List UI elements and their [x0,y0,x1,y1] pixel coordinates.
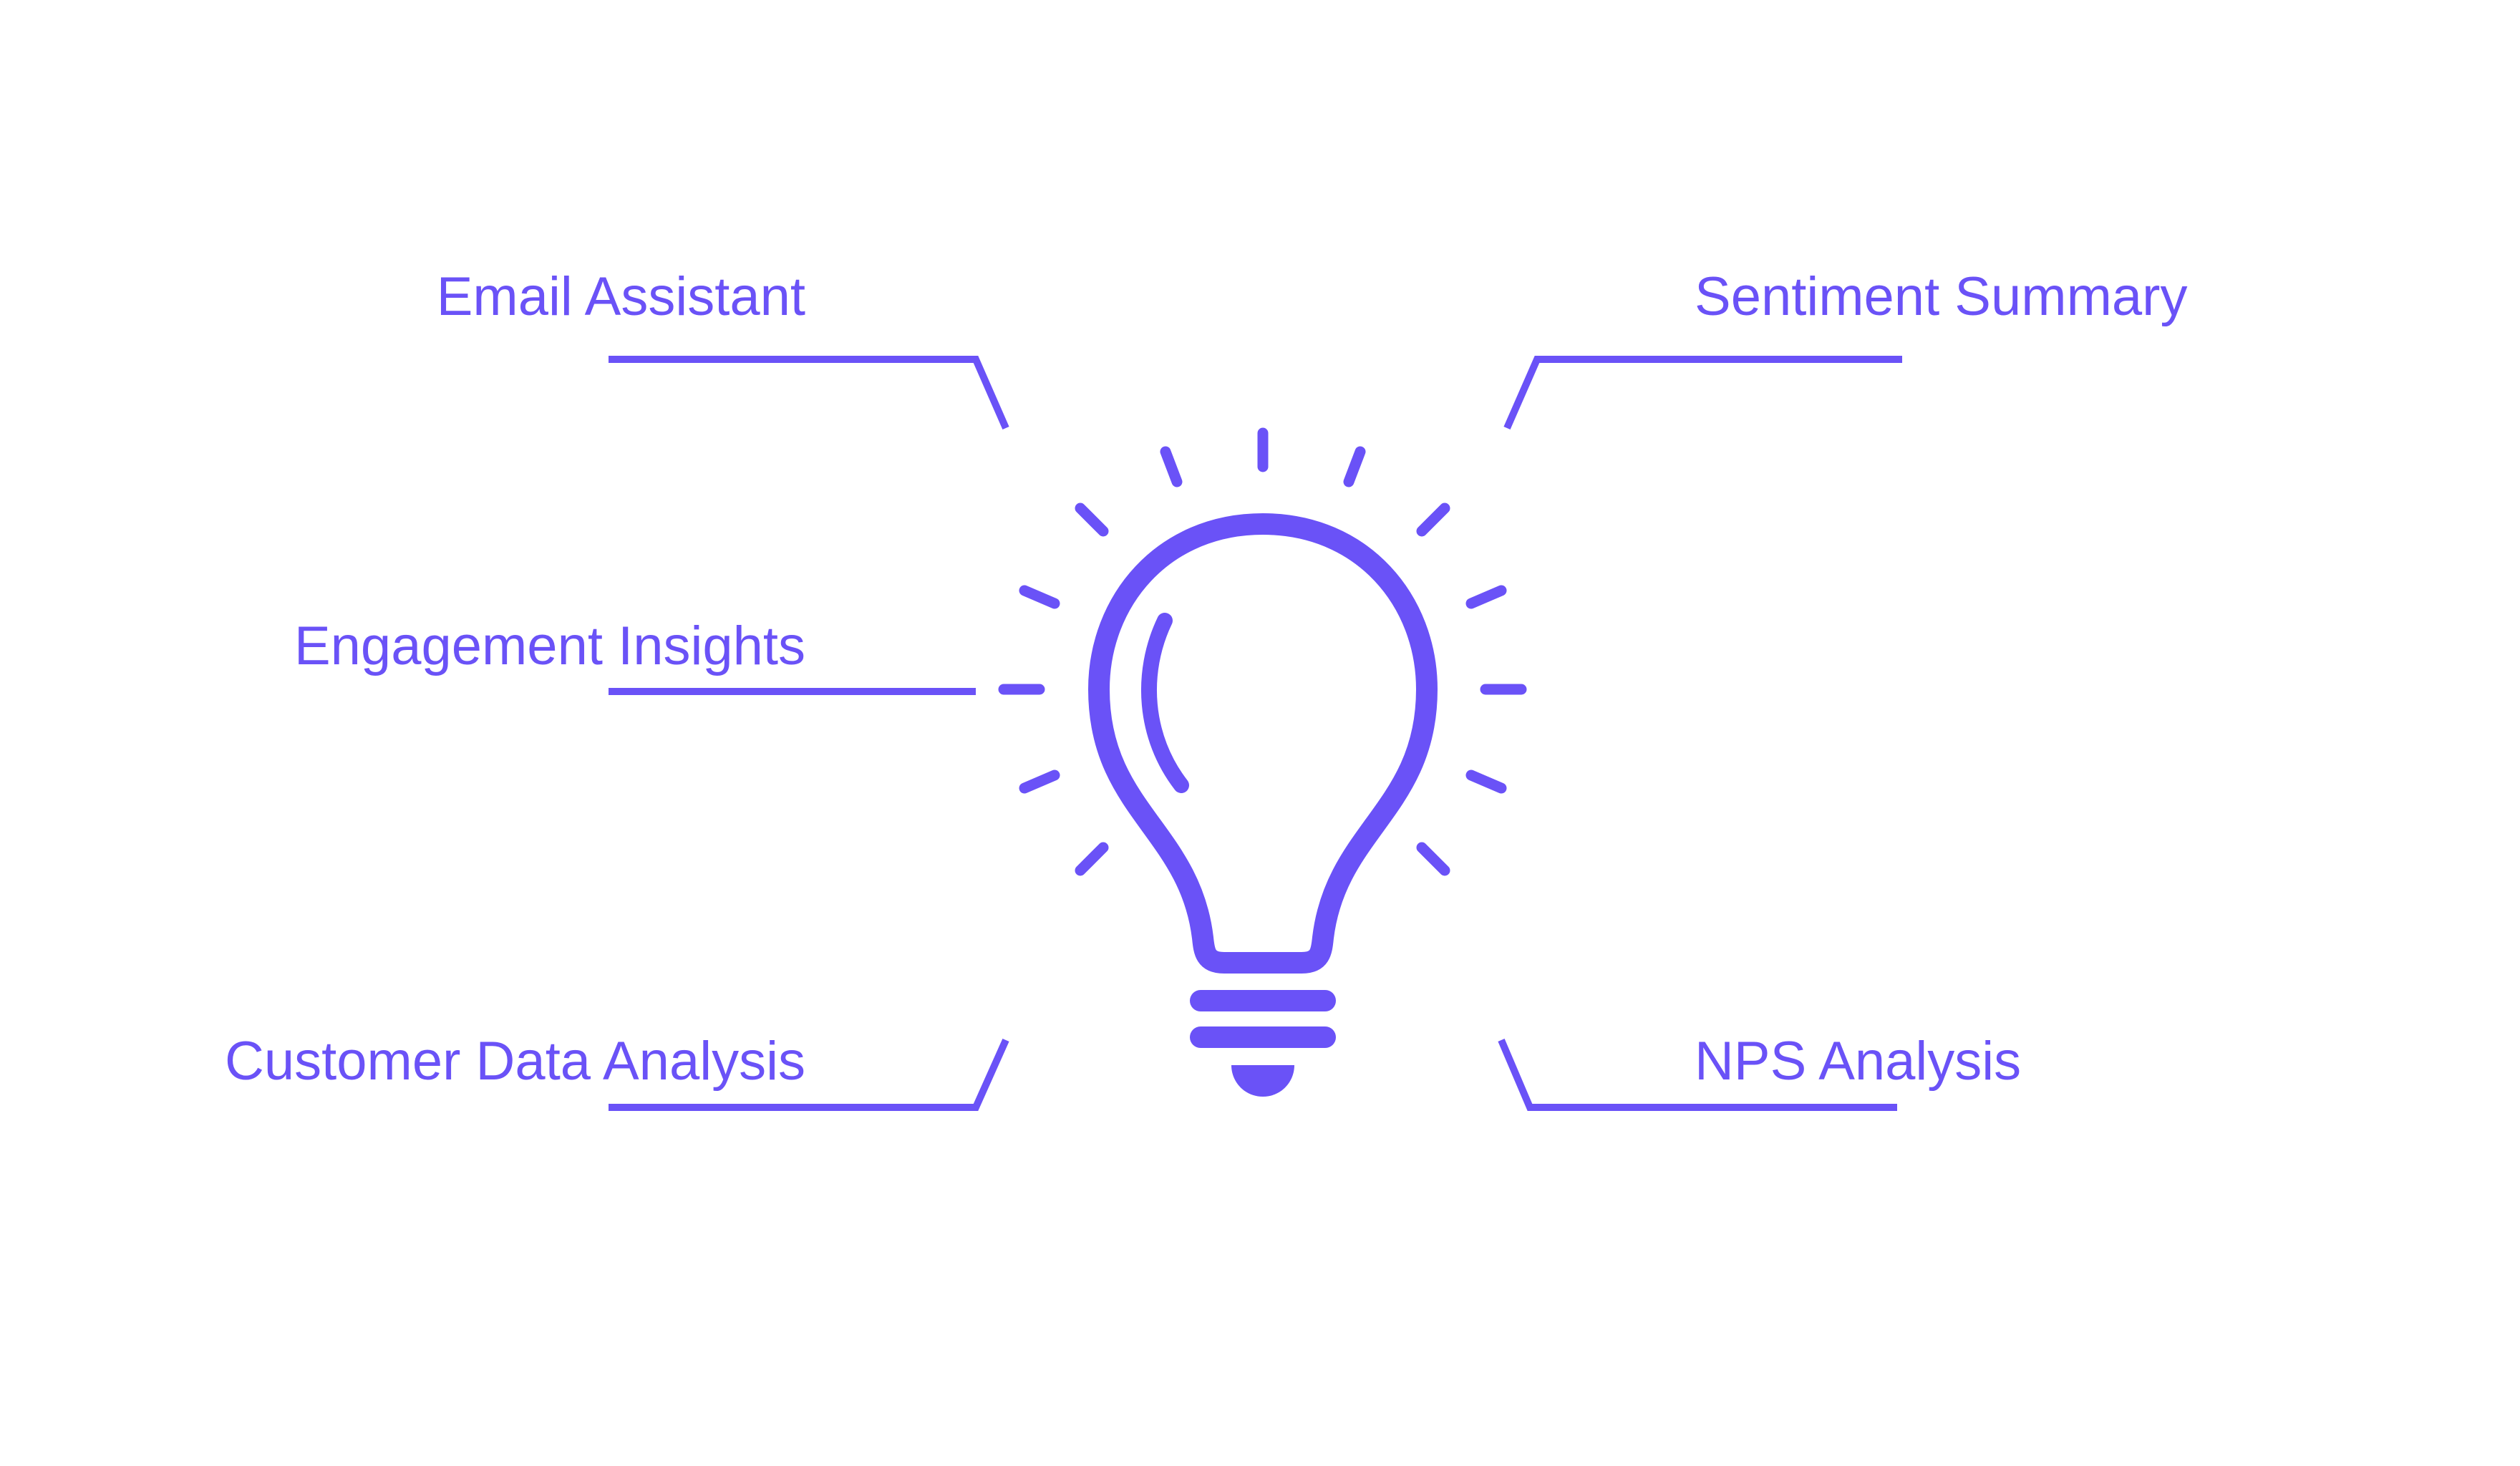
bulb-cap [1231,1065,1294,1097]
label-email-assistant: Email Assistant [437,266,805,327]
connector-customer-data-analysis [609,1038,1009,1111]
label-nps-analysis: NPS Analysis [1695,1031,2021,1092]
label-engagement-insights: Engagement Insights [294,616,805,676]
connector-sentiment-summary [1503,356,1902,430]
bulb-highlight [1141,613,1189,793]
label-customer-data-analysis: Customer Data Analysis [225,1031,805,1092]
connector-email-assistant [609,356,1009,430]
light-bulb-icon [998,427,1527,1097]
bulb-outline [1088,513,1438,974]
connector-nps-analysis [1498,1039,1897,1111]
label-sentiment-summary: Sentiment Summary [1695,266,2187,327]
light-rays [998,427,1527,876]
